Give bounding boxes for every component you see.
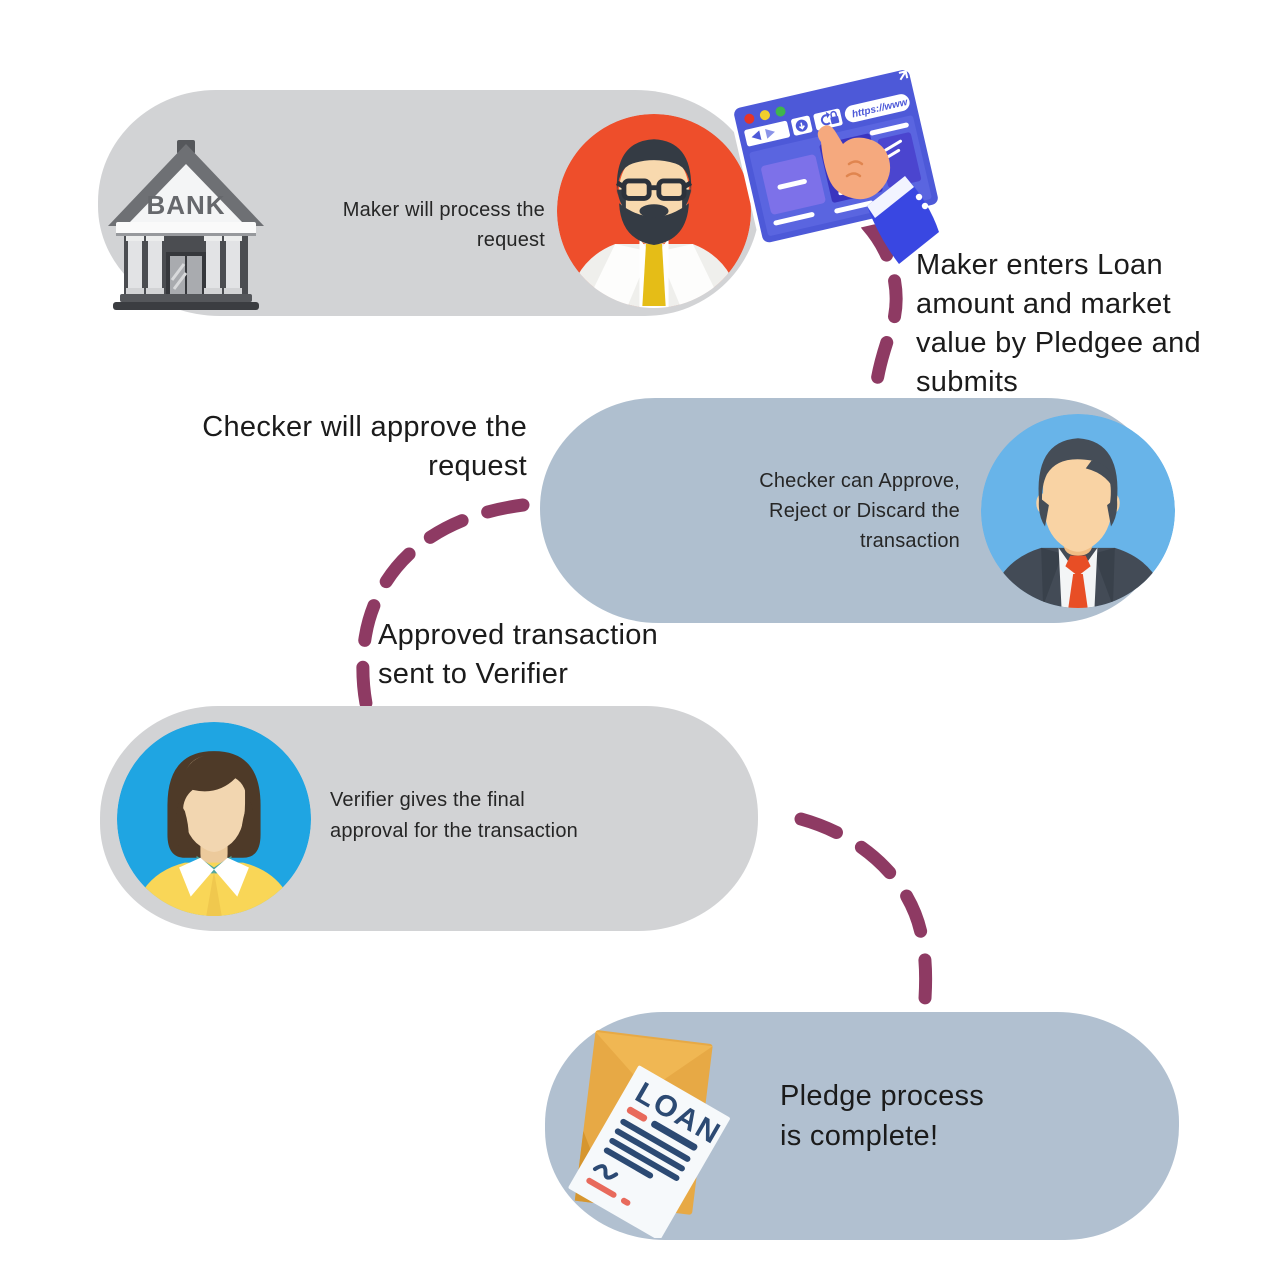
verifier-avatar (117, 722, 311, 916)
loan-document: LOAN (568, 1065, 730, 1238)
loan-envelope-icon: LOAN (568, 1030, 730, 1238)
maker-avatar (557, 114, 751, 308)
bank-columns (126, 236, 242, 294)
expand-icon (898, 70, 909, 81)
complete-pill-text: Pledge process is complete! (780, 1080, 985, 1152)
back-icon (751, 130, 762, 141)
maker-pill-text: Maker will process the request (342, 199, 545, 251)
browser-window-icon: https://www (733, 70, 939, 264)
bank-building-icon: BANK (108, 140, 264, 310)
connector-verifier-to-complete (794, 812, 933, 1019)
checker-action-caption: Checker will approve the request (202, 411, 527, 482)
maker-action-caption: Maker enters Loan amount and market valu… (916, 249, 1201, 398)
lock-icon (830, 115, 840, 125)
checker-avatar (981, 414, 1175, 608)
bank-sign-label: BANK (146, 190, 225, 220)
approved-forward-caption: Approved transaction sent to Verifier (378, 619, 659, 690)
checker-pill-text: Checker can Approve, Reject or Discard t… (759, 470, 960, 552)
pointing-hand-icon (817, 125, 939, 264)
glasses-icon (615, 178, 693, 201)
forward-icon (765, 128, 775, 139)
verifier-pill-text: Verifier gives the final approval for th… (330, 789, 578, 842)
refresh-icon (820, 114, 831, 126)
